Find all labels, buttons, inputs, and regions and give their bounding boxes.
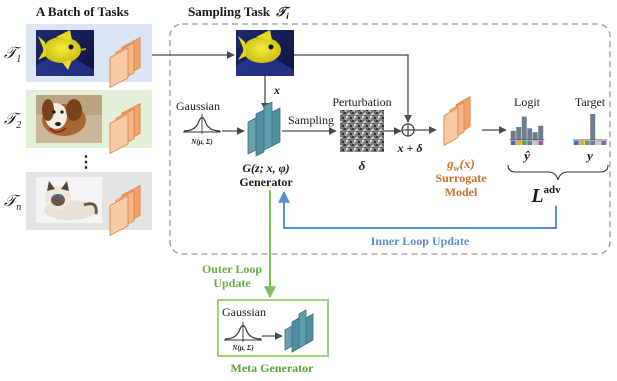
target-bar — [590, 114, 596, 140]
surrogate-formula: gw(x) — [446, 156, 475, 173]
outer-loop-label-line1: Outer Loop — [202, 262, 262, 276]
task-ellipsis: ⋮ — [78, 154, 94, 171]
gaussian-curve-icon — [183, 114, 221, 134]
logit-bar — [538, 125, 544, 140]
logit-class-swatch — [538, 141, 544, 145]
sampling-task-header: Sampling Task 𝒯i — [188, 4, 291, 21]
gaussian-dist: N(μ, Σ) — [190, 138, 212, 146]
meta-generator-network-icon — [284, 309, 314, 353]
loss-brace — [507, 164, 609, 181]
target-class-swatch — [590, 141, 596, 145]
meta-gaussian-label: Gaussian — [222, 305, 266, 319]
cat-image — [36, 177, 102, 223]
perturbation-noise-image — [340, 110, 384, 152]
target-class-swatch — [601, 141, 607, 145]
generator-network-icon — [247, 101, 281, 157]
target-label: Target — [575, 95, 606, 109]
logit-bar — [510, 130, 516, 140]
logit-symbol: ŷ — [522, 148, 530, 163]
meta-gaussian-curve-icon — [224, 322, 262, 342]
target-class-swatch — [595, 141, 601, 145]
logit-bar — [527, 128, 533, 140]
logit-bar — [516, 127, 522, 140]
batch-header: A Batch of Tasks — [36, 4, 129, 19]
target-class-swatch — [584, 141, 590, 145]
sum-node-icon — [401, 123, 415, 137]
logit-bar-chart — [509, 116, 545, 145]
logit-label: Logit — [514, 95, 541, 109]
surrogate-label-line2: Model — [445, 185, 478, 199]
logit-class-swatch — [516, 141, 522, 145]
arrow-sample-to-sum — [294, 54, 412, 123]
task-label-1: 𝒯1 — [4, 45, 21, 65]
surrogate-model-icon — [443, 96, 471, 147]
sampled-fish-image — [236, 30, 294, 76]
inner-loop-arrow — [278, 190, 557, 229]
task-network-icon-1 — [109, 36, 141, 89]
meta-generator-label: Meta Generator — [231, 361, 315, 375]
target-bar-chart — [572, 114, 608, 145]
task-network-icon-n — [109, 184, 141, 237]
gaussian-label: Gaussian — [176, 99, 220, 113]
dog-image — [36, 95, 102, 143]
logit-class-swatch — [527, 141, 533, 145]
target-symbol: y — [585, 148, 593, 163]
logit-bar — [521, 116, 527, 140]
logit-class-swatch — [510, 141, 516, 145]
perturbation-label: Perturbation — [332, 95, 391, 109]
logit-class-swatch — [532, 141, 538, 145]
perturbation-symbol: δ — [359, 158, 366, 173]
generator-label: Generator — [239, 175, 293, 189]
outer-loop-label-line2: Update — [213, 276, 251, 290]
sampling-label: Sampling — [288, 113, 334, 127]
logit-bar — [532, 132, 538, 140]
loss-label: Ladv — [530, 184, 561, 207]
sum-label: x + δ — [397, 141, 423, 155]
inner-loop-label: Inner Loop Update — [371, 234, 470, 248]
logit-class-swatch — [521, 141, 527, 145]
task-label-n: 𝒯n — [4, 193, 21, 213]
target-class-swatch — [579, 141, 585, 145]
task-network-icon-2 — [109, 102, 141, 155]
task-label-2: 𝒯2 — [4, 111, 21, 131]
meta-gaussian-dist: N(μ, Σ) — [231, 344, 253, 352]
x-label: x — [273, 83, 280, 97]
target-class-swatch — [573, 141, 579, 145]
generator-formula: G(z; x, φ) — [242, 161, 289, 175]
surrogate-label-line1: Surrogate — [435, 171, 487, 185]
fish-image — [36, 30, 94, 76]
